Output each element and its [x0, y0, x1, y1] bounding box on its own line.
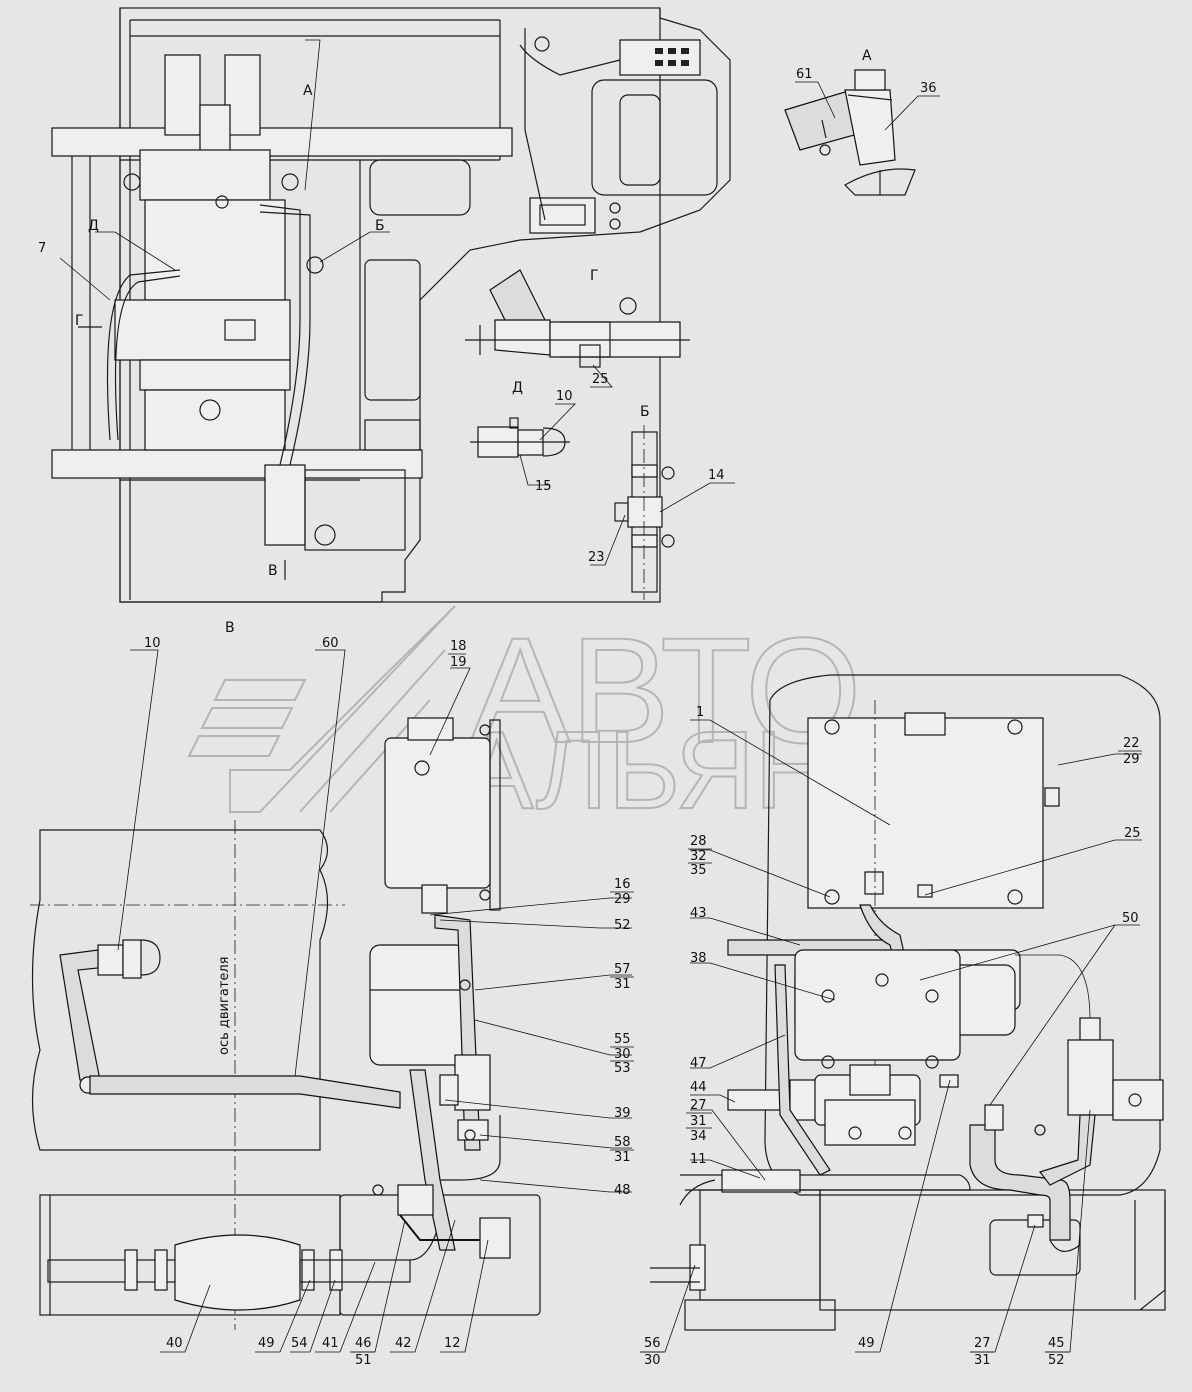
pos-label-1: 1 — [696, 705, 704, 720]
pos-label-49-a: 49 — [258, 1336, 275, 1351]
view-label-a-main: А — [303, 83, 313, 99]
pos-label-25-r: 25 — [1124, 826, 1141, 841]
view-label-a-detail: А — [862, 48, 872, 64]
pos-label-46: 46 — [355, 1336, 372, 1351]
view-label-b: Б — [375, 218, 385, 234]
pos-label-36: 36 — [920, 81, 937, 96]
pos-label-38: 38 — [690, 951, 707, 966]
pos-label-49-b: 49 — [858, 1336, 875, 1351]
pos-label-7: 7 — [38, 241, 46, 256]
view-label-v-arrow: В — [268, 563, 278, 579]
view-label-b-detail: Б — [640, 404, 650, 420]
view-label-v: В — [225, 620, 235, 636]
pos-label-31-d: 31 — [974, 1353, 991, 1368]
view-v-installation — [30, 717, 541, 1330]
pos-label-52-a: 52 — [614, 918, 631, 933]
pos-label-60: 60 — [322, 636, 339, 651]
pos-label-57: 57 — [614, 962, 631, 977]
pos-label-29-b: 29 — [614, 892, 631, 907]
pos-label-31-b: 31 — [690, 1114, 707, 1129]
view-label-d: Д — [88, 218, 99, 234]
pos-label-18: 18 — [450, 639, 467, 654]
top-plan-view — [51, 7, 731, 603]
pos-label-43: 43 — [690, 906, 707, 921]
pos-label-51: 51 — [355, 1353, 372, 1368]
view-label-d-detail: Д — [512, 380, 523, 396]
pos-label-34: 34 — [690, 1129, 707, 1144]
right-installation-view — [650, 674, 1166, 1331]
pos-label-28: 28 — [690, 834, 707, 849]
pos-label-61: 61 — [796, 67, 813, 82]
view-label-g: Г — [75, 313, 84, 329]
pos-label-16: 16 — [614, 877, 631, 892]
pos-label-32: 32 — [690, 849, 707, 864]
pos-label-35: 35 — [690, 863, 707, 878]
pos-label-23: 23 — [588, 550, 605, 565]
pos-label-27-b: 27 — [974, 1336, 991, 1351]
pos-label-47: 47 — [690, 1056, 707, 1071]
detail-view-d — [470, 417, 570, 458]
pos-label-56: 56 — [644, 1336, 661, 1351]
view-label-g-detail: Г — [590, 268, 599, 284]
pos-label-42: 42 — [395, 1336, 412, 1351]
pos-label-31-c: 31 — [614, 1150, 631, 1165]
pos-label-25-g: 25 — [592, 372, 609, 387]
pos-label-53: 53 — [614, 1061, 631, 1076]
pos-label-55: 55 — [614, 1032, 631, 1047]
pos-label-31-a: 31 — [614, 977, 631, 992]
detail-view-a — [784, 69, 916, 196]
pos-label-48: 48 — [614, 1183, 631, 1198]
pos-label-10-d: 10 — [556, 389, 573, 404]
detail-view-g — [465, 269, 690, 368]
pos-label-19: 19 — [450, 655, 467, 670]
pos-label-52-b: 52 — [1048, 1353, 1065, 1368]
pos-label-50: 50 — [1122, 911, 1139, 926]
pos-label-58: 58 — [614, 1135, 631, 1150]
pos-label-15: 15 — [535, 479, 552, 494]
leader-lines — [59, 39, 1142, 1353]
pos-label-12: 12 — [444, 1336, 461, 1351]
pos-label-30-b: 30 — [644, 1353, 661, 1368]
pos-label-22: 22 — [1123, 736, 1140, 751]
pos-label-30-a: 30 — [614, 1047, 631, 1062]
pos-label-45: 45 — [1048, 1336, 1065, 1351]
pos-label-27-a: 27 — [690, 1098, 707, 1113]
pos-label-10-v: 10 — [144, 636, 161, 651]
pos-label-29-a: 29 — [1123, 752, 1140, 767]
pos-label-54: 54 — [291, 1336, 308, 1351]
pos-label-11: 11 — [690, 1152, 707, 1167]
pos-label-41: 41 — [322, 1336, 339, 1351]
pos-label-14: 14 — [708, 468, 725, 483]
pos-label-40: 40 — [166, 1336, 183, 1351]
detail-view-b — [614, 425, 675, 600]
watermark-line1: АВТО — [470, 606, 862, 774]
pos-label-44: 44 — [690, 1080, 707, 1095]
pos-label-39: 39 — [614, 1106, 631, 1121]
engine-axis-label: ось двигателя — [217, 957, 232, 1056]
